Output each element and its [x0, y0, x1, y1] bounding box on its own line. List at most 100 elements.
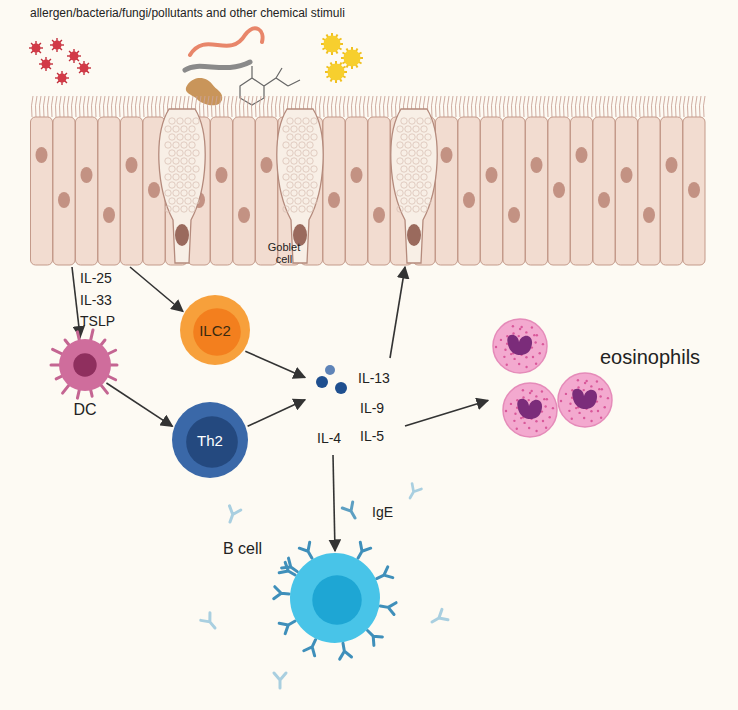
illustration-part	[131, 96, 133, 117]
illustration-part	[409, 198, 415, 204]
illustration-part	[343, 96, 345, 117]
illustration-part	[299, 190, 305, 196]
illustration-part	[175, 224, 189, 246]
illustration-part	[401, 150, 407, 156]
illustration-part	[39, 96, 41, 117]
illustration-part	[169, 182, 175, 188]
illustration-part	[295, 150, 301, 156]
illustration-part	[495, 346, 497, 348]
illustration-part	[643, 96, 645, 117]
illustration-part	[532, 356, 534, 358]
illustration-part	[499, 96, 501, 117]
illustration-part	[590, 420, 592, 422]
illustration-part	[413, 142, 419, 148]
illustration-part	[126, 157, 138, 173]
illustration-part	[447, 96, 449, 117]
illustration-part	[661, 117, 683, 265]
illustration-part	[291, 174, 297, 180]
illustration-part	[638, 117, 660, 265]
illustration-part	[235, 96, 237, 117]
illustration-part	[481, 117, 503, 265]
illustration-part	[319, 96, 321, 117]
illustration-part	[417, 182, 423, 188]
illustration-part	[283, 206, 289, 212]
illustration-part	[425, 182, 431, 188]
illustration-part	[583, 389, 585, 391]
illustration-part	[299, 174, 305, 180]
illustration-part	[699, 96, 701, 117]
illustration-part	[287, 118, 293, 124]
illustration-part	[518, 335, 520, 337]
illustration-part	[483, 96, 485, 117]
illustration-part	[312, 575, 362, 625]
illustration-part	[307, 142, 313, 148]
illustration-part	[590, 410, 592, 412]
illustration-part	[688, 182, 700, 198]
illustration-part	[346, 117, 368, 265]
illustration-part	[666, 157, 678, 173]
illustration-part	[611, 96, 613, 117]
illustration-part	[397, 158, 403, 164]
illustration-part	[193, 134, 199, 140]
illustration-part	[529, 392, 531, 394]
illustration-part	[583, 417, 585, 419]
illustration-part	[107, 96, 109, 117]
bacteria-icon	[185, 62, 250, 70]
illustration-part	[295, 182, 301, 188]
antibody-icon	[405, 484, 421, 501]
illustration-part	[409, 182, 415, 188]
illustration-part	[201, 613, 220, 632]
illustration-part	[342, 502, 360, 521]
illustration-part	[655, 96, 657, 117]
illustration-part	[486, 167, 498, 183]
cilia	[31, 96, 705, 117]
illustration-part	[413, 158, 419, 164]
illustration-part	[177, 198, 183, 204]
illustration-part	[519, 328, 521, 330]
illustration-part	[535, 395, 537, 397]
arrow-connector	[245, 351, 305, 377]
illustration-part	[541, 390, 543, 392]
antibody-icon	[337, 642, 351, 659]
illustration-part	[303, 198, 309, 204]
dendritic-cell: DC	[55, 335, 115, 425]
antibody-icon	[274, 587, 290, 600]
illustration-part	[593, 117, 615, 265]
illustration-part	[375, 96, 377, 117]
epithelial-cells	[31, 117, 706, 265]
illustration-part	[325, 365, 335, 375]
illustration-part	[600, 417, 602, 419]
illustration-part	[177, 134, 183, 140]
illustration-part	[503, 383, 557, 437]
illustration-part	[619, 96, 621, 117]
illustration-part	[627, 96, 629, 117]
illustration-part	[303, 166, 309, 172]
illustration-part	[247, 96, 249, 117]
illustration-part	[535, 363, 537, 365]
illustration-part	[590, 385, 592, 387]
illustration-part	[185, 134, 191, 140]
illustration-part	[291, 126, 297, 132]
illustration-part	[371, 96, 373, 117]
illustration-part	[304, 637, 321, 656]
illustration-part	[675, 96, 677, 117]
illustration-part	[531, 326, 533, 328]
arrow-connector	[106, 383, 172, 426]
illustration-part	[455, 96, 457, 117]
illustration-part	[387, 96, 389, 117]
illustration-part	[667, 96, 669, 117]
illustration-part	[67, 96, 69, 117]
cell-label: B cell	[223, 540, 262, 558]
illustration-part	[267, 96, 269, 117]
illustration-part	[475, 96, 477, 117]
illustration-part	[155, 96, 157, 117]
illustration-part	[283, 190, 289, 196]
illustration-part	[181, 126, 187, 132]
illustration-part	[189, 142, 195, 148]
illustration-part	[651, 96, 653, 117]
illustration-part	[311, 118, 317, 124]
illustration-part	[503, 356, 505, 358]
illustration-part	[185, 182, 191, 188]
illustration-part	[409, 150, 415, 156]
illustration-part	[568, 410, 570, 412]
